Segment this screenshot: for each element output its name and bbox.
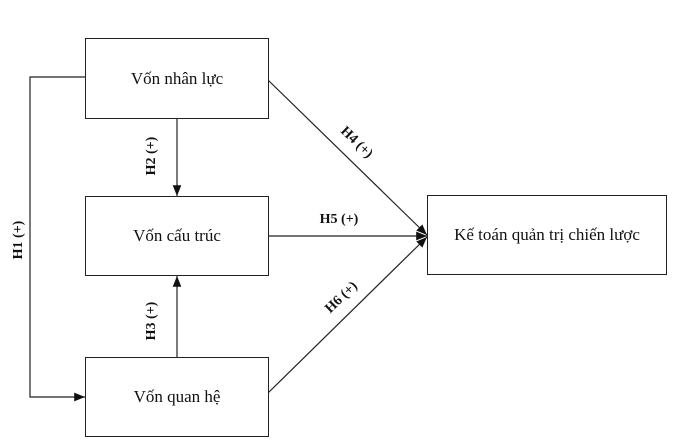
node-strategic-management-accounting-label: Kế toán quản trị chiến lược — [454, 225, 640, 245]
node-structural-capital: Vốn cấu trúc — [85, 196, 269, 276]
node-strategic-management-accounting: Kế toán quản trị chiến lược — [427, 195, 667, 275]
arrow-h1 — [29, 76, 85, 402]
label-h2: H2 (+) — [144, 136, 159, 176]
node-relational-capital: Vốn quan hệ — [85, 357, 269, 437]
label-h3: H3 (+) — [144, 301, 159, 341]
node-human-capital-label: Vốn nhân lực — [130, 68, 224, 88]
arrow-h4 — [267, 79, 428, 236]
label-h1: H1 (+) — [11, 220, 26, 260]
node-human-capital: Vốn nhân lực — [85, 38, 269, 119]
label-h5: H5 (+) — [319, 212, 359, 227]
arrow-h6 — [267, 236, 428, 394]
node-relational-capital-label: Vốn quan hệ — [133, 387, 221, 407]
node-structural-capital-label: Vốn cấu trúc — [133, 226, 221, 246]
